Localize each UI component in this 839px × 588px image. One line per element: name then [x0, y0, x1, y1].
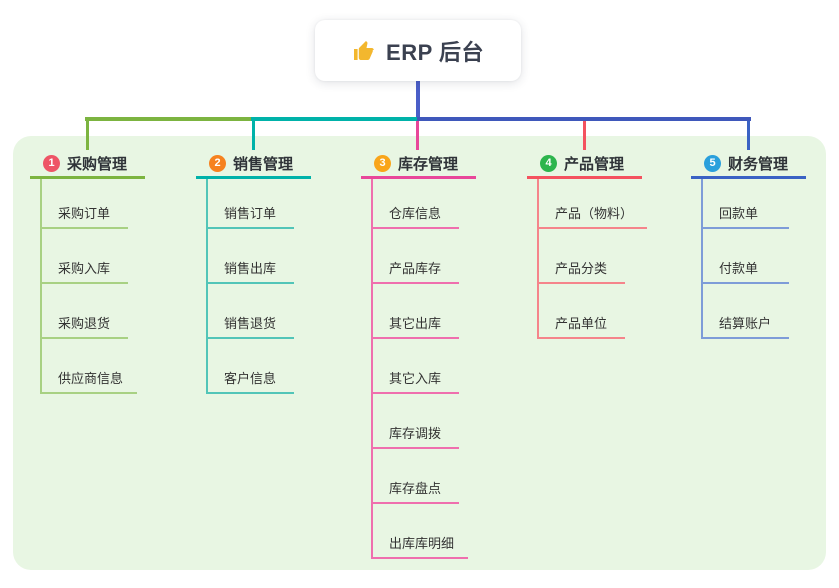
branch-node[interactable]: 1 采购管理: [30, 150, 145, 179]
branch-children: 产品（物料）产品分类产品单位: [537, 179, 648, 339]
thumbs-up-icon: [352, 39, 376, 63]
child-node[interactable]: 产品分类: [539, 229, 625, 284]
child-node[interactable]: 销售退货: [208, 284, 294, 339]
branch-label: 库存管理: [398, 155, 459, 173]
branch-财务管理: 5 财务管理回款单付款单结算账户: [691, 150, 806, 339]
child-node[interactable]: 客户信息: [208, 339, 294, 394]
child-node[interactable]: 结算账户: [703, 284, 789, 339]
branch-priority-badge: 3: [374, 154, 391, 172]
branch-node[interactable]: 3 库存管理: [361, 150, 476, 179]
root-title: ERP 后台: [386, 39, 484, 65]
child-node[interactable]: 采购入库: [42, 229, 128, 284]
branch-drop-line: [416, 121, 419, 150]
branch-drop-line: [86, 121, 89, 150]
branch-node[interactable]: 2 销售管理: [196, 150, 311, 179]
branch-children: 回款单付款单结算账户: [701, 179, 806, 339]
background-panel: [13, 136, 826, 570]
branch-label: 采购管理: [67, 155, 128, 173]
child-node[interactable]: 供应商信息: [42, 339, 138, 394]
branch-label: 财务管理: [728, 155, 789, 173]
connector-rail-left: [85, 117, 255, 121]
root-node[interactable]: ERP 后台: [315, 20, 521, 81]
child-node[interactable]: 产品单位: [539, 284, 625, 339]
child-node[interactable]: 仓库信息: [373, 179, 459, 229]
branch-children: 销售订单销售出库销售退货客户信息: [206, 179, 311, 394]
branch-drop-line: [583, 121, 586, 150]
branch-库存管理: 3 库存管理仓库信息产品库存其它出库其它入库库存调拨库存盘点出库库明细: [361, 150, 476, 559]
branch-children: 采购订单采购入库采购退货供应商信息: [40, 179, 145, 394]
child-node[interactable]: 销售订单: [208, 179, 294, 229]
branch-label: 产品管理: [564, 155, 625, 173]
branch-销售管理: 2 销售管理销售订单销售出库销售退货客户信息: [196, 150, 311, 394]
branch-priority-badge: 2: [209, 154, 226, 172]
branch-priority-badge: 4: [540, 154, 557, 172]
connector-rail-right: [417, 117, 751, 121]
branch-node[interactable]: 5 财务管理: [691, 150, 806, 179]
child-node[interactable]: 库存盘点: [373, 449, 459, 504]
branch-priority-badge: 5: [704, 154, 721, 172]
branch-priority-badge: 1: [43, 154, 60, 172]
child-node[interactable]: 采购退货: [42, 284, 128, 339]
branch-children: 仓库信息产品库存其它出库其它入库库存调拨库存盘点出库库明细: [371, 179, 476, 559]
child-node[interactable]: 产品库存: [373, 229, 459, 284]
branch-drop-line: [747, 121, 750, 150]
branch-node[interactable]: 4 产品管理: [527, 150, 642, 179]
child-node[interactable]: 其它入库: [373, 339, 459, 394]
child-node[interactable]: 付款单: [703, 229, 789, 284]
child-node[interactable]: 回款单: [703, 179, 789, 229]
branch-采购管理: 1 采购管理采购订单采购入库采购退货供应商信息: [30, 150, 145, 394]
branch-drop-line: [252, 121, 255, 150]
branch-产品管理: 4 产品管理产品（物料）产品分类产品单位: [527, 150, 648, 339]
child-node[interactable]: 其它出库: [373, 284, 459, 339]
child-node[interactable]: 产品（物料）: [539, 179, 648, 229]
child-node[interactable]: 采购订单: [42, 179, 128, 229]
child-node[interactable]: 出库库明细: [373, 504, 469, 559]
root-drop-line: [416, 81, 420, 121]
child-node[interactable]: 销售出库: [208, 229, 294, 284]
child-node[interactable]: 库存调拨: [373, 394, 459, 449]
branch-label: 销售管理: [233, 155, 294, 173]
connector-rail-mid: [251, 117, 419, 121]
